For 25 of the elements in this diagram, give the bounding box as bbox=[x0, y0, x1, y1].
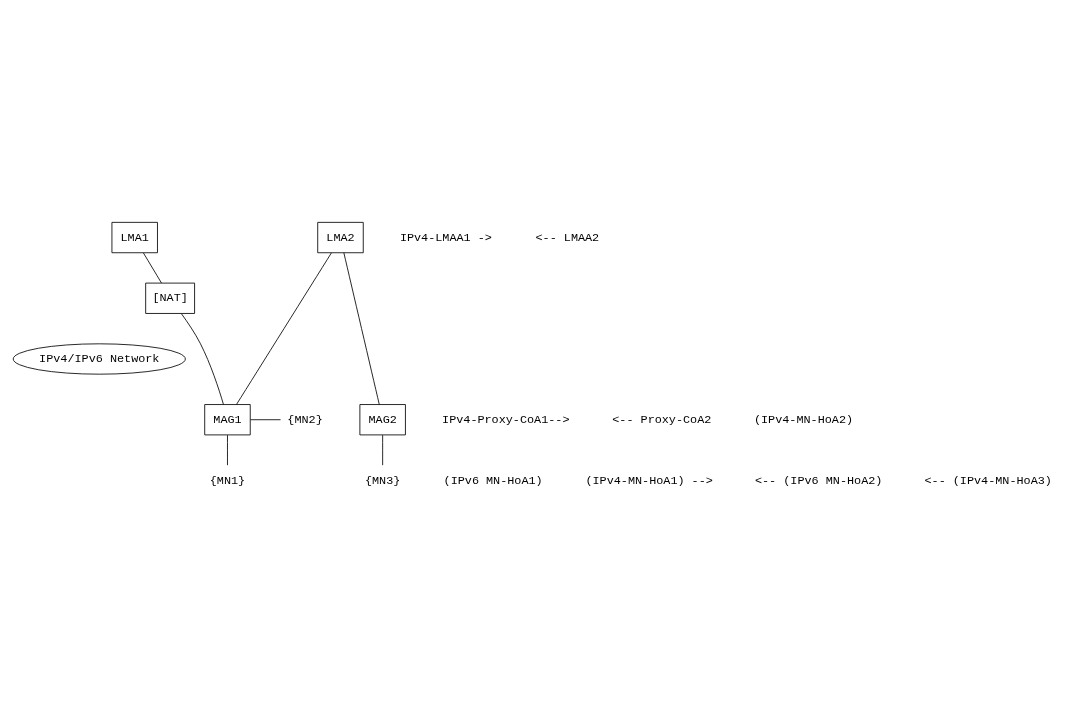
label: (IPv4-MN-HoA1) --> bbox=[585, 473, 713, 488]
node-box: LMA1 bbox=[111, 221, 158, 253]
connector bbox=[343, 251, 380, 405]
label: (IPv6 MN-HoA1) bbox=[443, 473, 543, 488]
node-ellipse: IPv4/IPv6 Network bbox=[12, 342, 186, 375]
node-text: {MN3} bbox=[364, 473, 401, 488]
label: IPv4-Proxy-CoA1--> bbox=[442, 412, 570, 427]
label: IPv4-LMAA1 -> bbox=[399, 230, 492, 245]
label: <-- LMAA2 bbox=[535, 230, 600, 245]
label: (IPv4-MN-HoA2) bbox=[753, 412, 854, 427]
node-text: {MN2} bbox=[287, 412, 323, 427]
connector bbox=[250, 418, 281, 420]
connector bbox=[236, 251, 332, 405]
connector bbox=[382, 434, 384, 466]
node-text: {MN1} bbox=[209, 473, 246, 488]
connector bbox=[227, 434, 228, 466]
node-box: [NAT] bbox=[145, 282, 195, 314]
connector bbox=[181, 312, 224, 405]
node-box: LMA2 bbox=[317, 221, 364, 253]
node-box: MAG2 bbox=[359, 403, 406, 435]
label: <-- (IPv6 MN-HoA2) bbox=[754, 473, 883, 488]
label: <-- (IPv4-MN-HoA3) bbox=[924, 473, 1052, 488]
node-box: MAG1 bbox=[204, 403, 251, 435]
label: <-- Proxy-CoA2 bbox=[612, 412, 712, 427]
connector bbox=[143, 252, 162, 283]
